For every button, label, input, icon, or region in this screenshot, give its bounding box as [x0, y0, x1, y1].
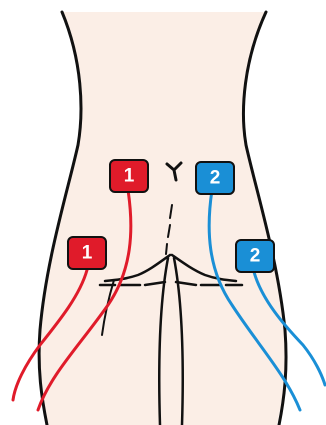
- body-silhouette: [39, 12, 286, 425]
- pad-label: 2: [250, 246, 261, 267]
- pad-label: 1: [124, 166, 135, 187]
- pad-label: 2: [210, 168, 221, 189]
- electrode-pad-1-upper: 1: [110, 160, 148, 192]
- pad-label: 1: [82, 243, 93, 264]
- electrode-pad-2-lower: 2: [236, 240, 274, 272]
- electrode-pad-1-lower: 1: [68, 237, 106, 269]
- electrode-pad-2-upper: 2: [196, 162, 234, 194]
